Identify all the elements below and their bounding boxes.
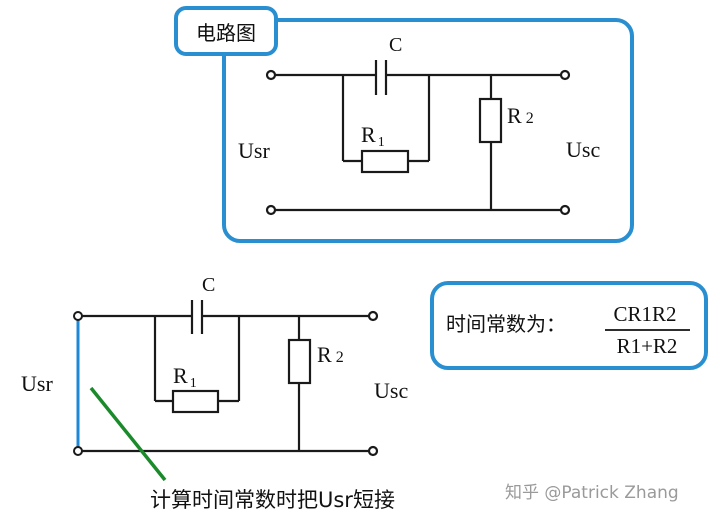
bottom-circuit — [78, 300, 379, 457]
bottom-input-label: Usr — [21, 371, 53, 396]
top-panel-border — [222, 18, 634, 243]
top-output-label: Usc — [566, 137, 600, 162]
watermark: 知乎 @Patrick Zhang — [505, 483, 679, 503]
bottom-cap-label: C — [202, 274, 215, 296]
top-circuit — [265, 60, 571, 216]
annotation-pointer — [89, 386, 167, 482]
bottom-output-label: Usc — [374, 378, 408, 403]
formula-prefix: 时间常数为： — [446, 312, 566, 336]
panel-title: 电路图 — [196, 21, 256, 45]
top-input-label: Usr — [238, 138, 270, 163]
top-cap-label: C — [389, 34, 402, 56]
annotation-text: 计算时间常数时把Usr短接 — [150, 488, 395, 512]
bottom-left-bottom-terminal — [73, 446, 83, 456]
formula-box — [430, 281, 708, 370]
formula-denominator: R1+R2 — [617, 334, 678, 358]
bottom-left-top-terminal — [73, 311, 83, 321]
title-tab — [174, 6, 278, 56]
formula-numerator: CR1R2 — [613, 302, 676, 326]
